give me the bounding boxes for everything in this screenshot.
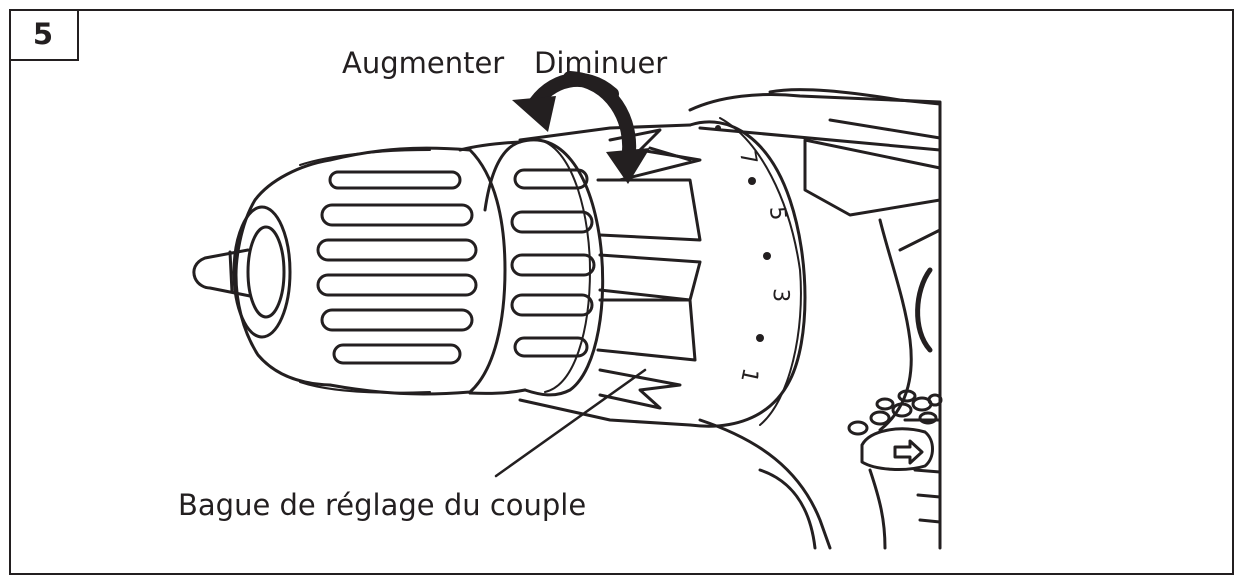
torque-scale-1: 1 (735, 366, 762, 385)
increase-label: Augmenter (342, 46, 505, 80)
drill-body (688, 88, 942, 550)
drill-chuck (192, 146, 596, 396)
decrease-label: Diminuer (534, 46, 668, 80)
leader-line (494, 368, 647, 478)
step-number: 5 (32, 17, 54, 51)
rotation-arrows-icon (512, 71, 650, 184)
torque-dial (518, 117, 807, 428)
direction-switch (847, 389, 943, 471)
torque-scale: 7 5 3 1 (734, 149, 793, 385)
torque-scale-5: 5 (764, 205, 790, 221)
figure-frame (9, 9, 1234, 575)
torque-scale-7: 7 (734, 149, 761, 167)
step-number-box: 5 (9, 9, 79, 61)
torque-ring-label: Bague de réglage du couple (178, 488, 587, 522)
torque-scale-3: 3 (768, 288, 793, 303)
